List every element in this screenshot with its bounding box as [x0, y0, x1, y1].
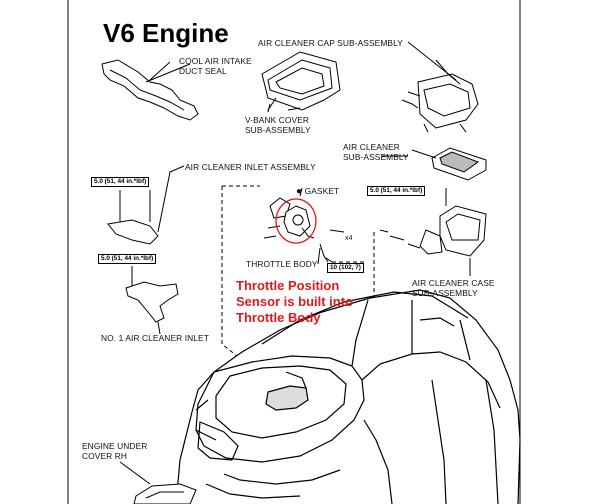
air-cleaner-case-label-line-2: SUB-ASSEMBLY	[412, 288, 478, 298]
engine-under-cover-part	[133, 483, 197, 504]
gasket-bullet-icon: ●	[296, 186, 303, 197]
cool-air-intake-label-line-2: DUCT SEAL	[179, 66, 227, 76]
cool-air-intake-label: COOL AIR INTAKE DUCT SEAL	[179, 56, 252, 76]
vehicle-outline	[175, 289, 521, 504]
air-cleaner-sub-label-line-1: AIR CLEANER	[343, 142, 400, 152]
air-cleaner-case-label: AIR CLEANER CASE SUB-ASSEMBLY	[412, 278, 495, 298]
gasket-label: ● GASKET	[296, 186, 339, 197]
air-cleaner-case-label-line-1: AIR CLEANER CASE	[412, 278, 495, 288]
cool-air-intake-label-line-1: COOL AIR INTAKE	[179, 56, 252, 66]
engine-under-cover-label: ENGINE UNDER COVER RH	[82, 441, 147, 461]
torque-inlet-assembly: 5.0 (51, 44 in.*lbf)	[91, 177, 150, 187]
gasket-label-text: GASKET	[304, 186, 340, 196]
air-cleaner-sub-label: AIR CLEANER SUB-ASSEMBLY	[343, 142, 409, 162]
dashed-assembly-outline	[221, 185, 375, 361]
v-bank-cover-part	[261, 51, 341, 111]
v-bank-cover-label-line-2: SUB-ASSEMBLY	[245, 125, 311, 135]
no1-air-cleaner-inlet-label: NO. 1 AIR CLEANER INLET	[101, 333, 209, 343]
torque-no1-inlet: 5.0 (51, 44 in.*lbf)	[98, 254, 157, 264]
cool-air-intake-duct-seal-part	[101, 59, 199, 121]
v-bank-cover-label-line-1: V-BANK COVER	[245, 115, 310, 125]
no1-air-cleaner-inlet-part	[125, 281, 179, 323]
note-line-2: Sensor is built into	[236, 294, 354, 309]
note-line-3: Throttle Body	[236, 310, 321, 325]
engine-under-cover-label-line-2: COVER RH	[82, 451, 128, 461]
torque-case: 5.0 (51, 44 in.*lbf)	[367, 186, 426, 196]
air-cleaner-sub-label-line-2: SUB-ASSEMBLY	[343, 152, 409, 162]
throttle-highlight-ellipse	[275, 198, 317, 244]
throttle-sensor-note: Throttle Position Sensor is built into T…	[236, 278, 353, 326]
air-cleaner-inlet-assembly-part	[107, 219, 159, 245]
air-cleaner-inlet-assembly-label: AIR CLEANER INLET ASSEMBLY	[185, 162, 316, 172]
throttle-body-label: THROTTLE BODY	[246, 259, 318, 269]
torque-throttle: 10 (102, 7)	[327, 263, 364, 273]
x4-label: x4	[345, 235, 353, 242]
air-cleaner-cap-label: AIR CLEANER CAP SUB-ASSEMBLY	[258, 38, 403, 48]
note-line-1: Throttle Position	[236, 278, 340, 293]
page-title: V6 Engine	[103, 18, 229, 48]
v-bank-cover-label: V-BANK COVER SUB-ASSEMBLY	[245, 115, 311, 135]
engine-under-cover-label-line-1: ENGINE UNDER	[82, 441, 148, 451]
